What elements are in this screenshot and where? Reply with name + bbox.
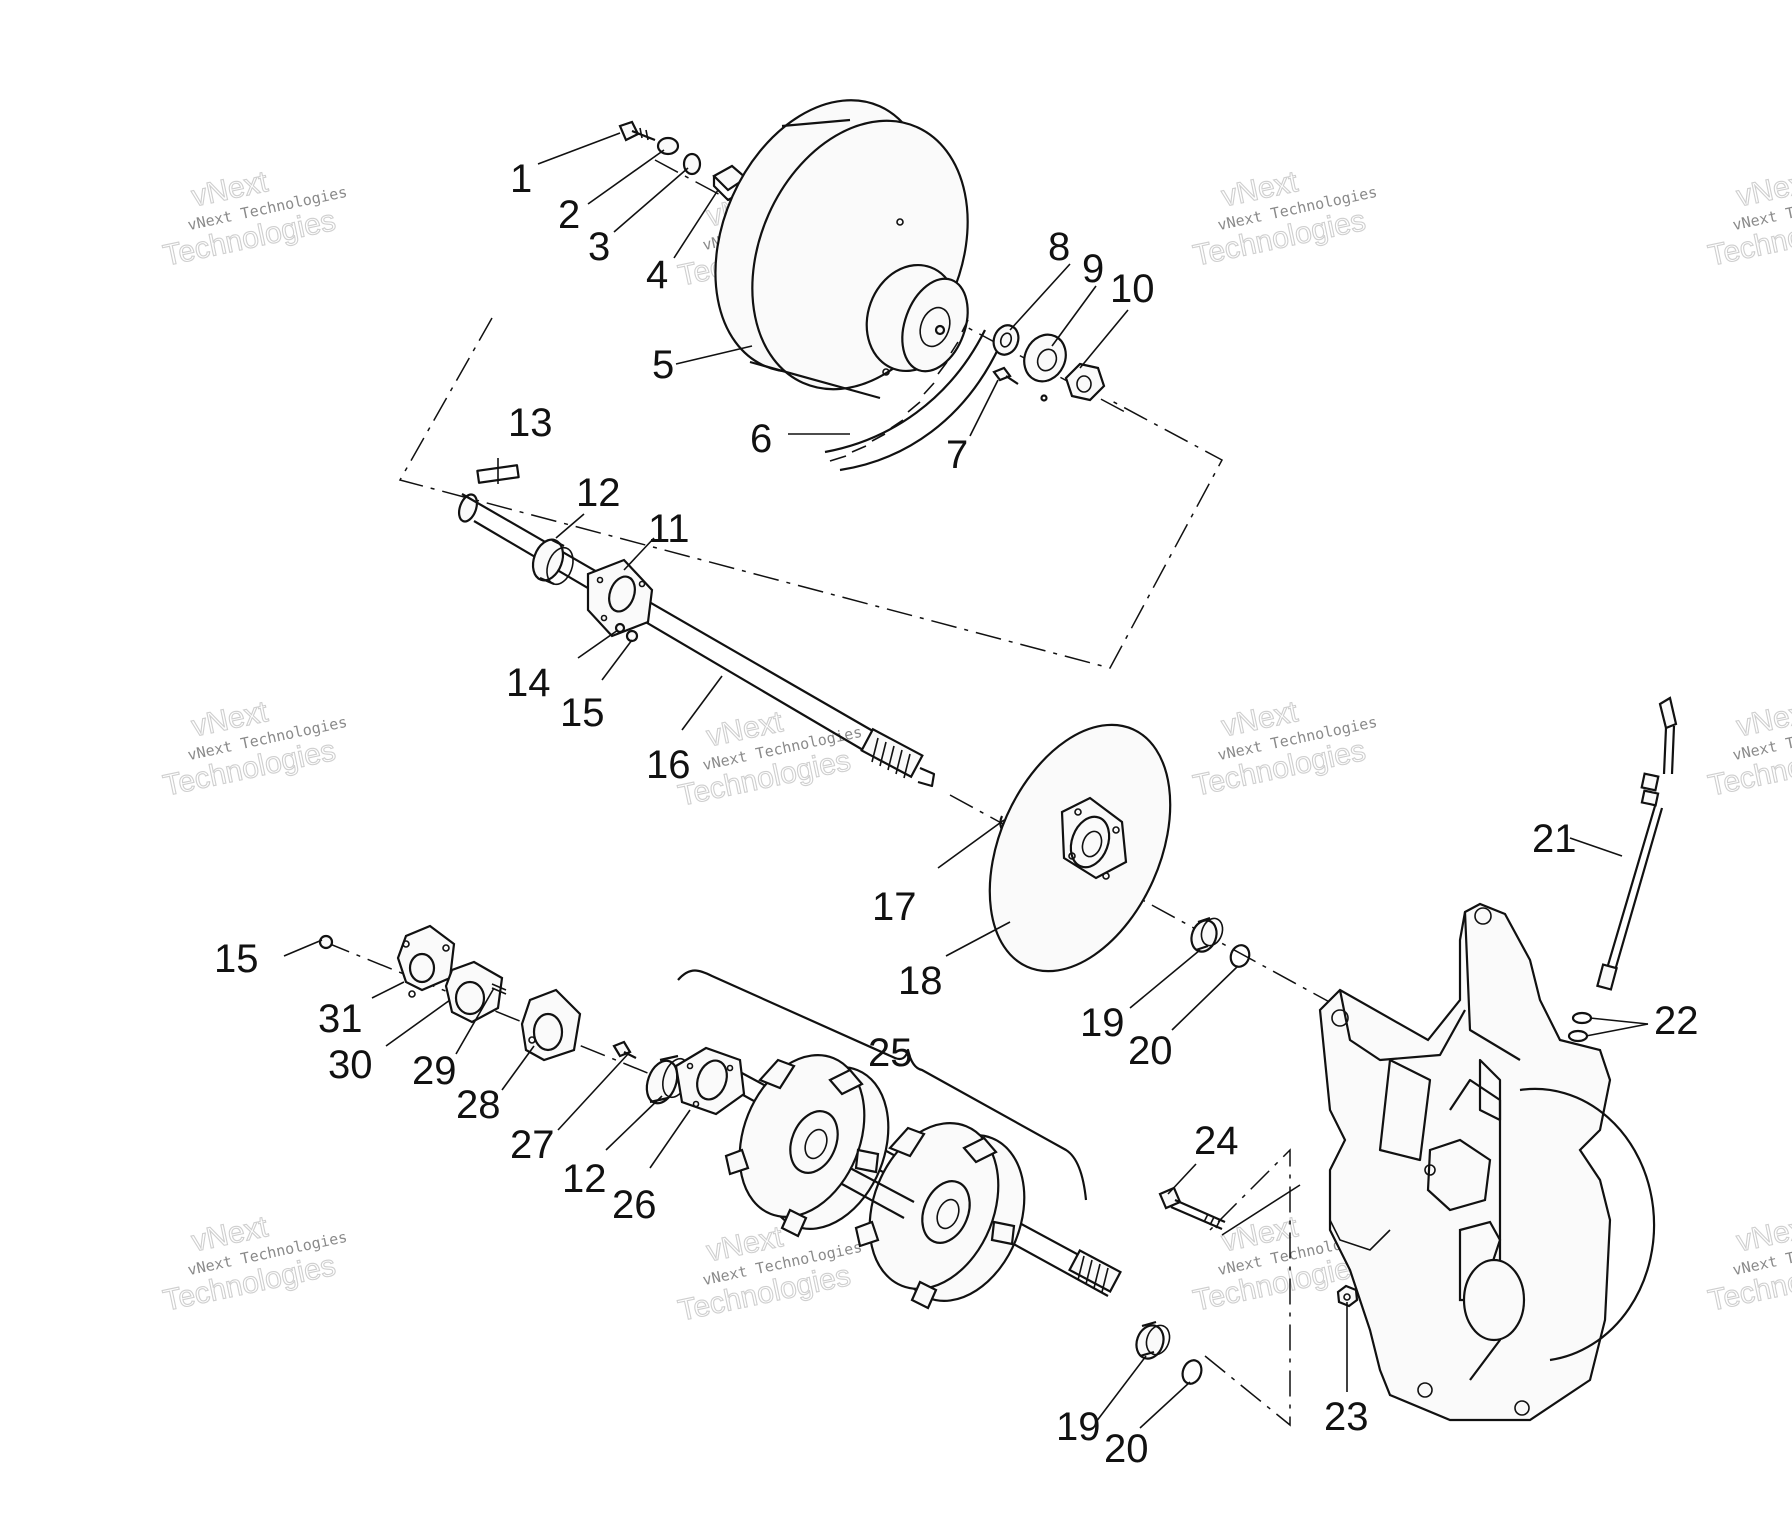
flange-part-26 [674, 1046, 746, 1116]
sprocket-group-bracket [677, 969, 1088, 1201]
watermark: vNext vNext Technologies Technologies [675, 1220, 864, 1329]
flange-part-11 [586, 558, 654, 638]
o-ring-part-22a [1571, 1011, 1593, 1025]
bolt-part-27 [612, 1040, 637, 1059]
nut-part-10 [1064, 362, 1106, 402]
bearing-part-19-upper [1190, 916, 1224, 953]
callout-21: 21 [1532, 817, 1577, 861]
bolt-part-7 [992, 366, 1019, 385]
callout-3: 3 [588, 225, 610, 269]
callout-14: 14 [506, 661, 551, 705]
watermark: vNext vNext Technologies Technologies [1705, 695, 1792, 804]
callout-15: 15 [560, 691, 605, 735]
brake-disc-part-18 [988, 723, 1172, 973]
callout-26: 26 [612, 1183, 657, 1227]
callout-20: 20 [1128, 1029, 1173, 1073]
lower-connector [1204, 1148, 1291, 1427]
callout-30: 30 [328, 1043, 373, 1087]
nut-part-15-lower [318, 934, 334, 950]
nut-part-23 [1336, 1284, 1359, 1308]
sprocket-2 [854, 1122, 1026, 1310]
jackshaft-part-16 [457, 493, 936, 788]
washer-part-3 [682, 152, 702, 176]
bolt-path [1221, 1184, 1301, 1236]
callout-22: 22 [1654, 999, 1699, 1043]
driven-pulley-part-5 [714, 99, 969, 400]
leader-lines [283, 132, 1649, 1429]
flange-part-31 [396, 924, 456, 998]
callout-31: 31 [318, 997, 363, 1041]
drive-shaft-part-25 [724, 1054, 1122, 1310]
watermark: vNext vNext Technologies Technologies [160, 1210, 349, 1319]
chaincase-housing [1318, 902, 1656, 1422]
callout-16: 16 [646, 743, 691, 787]
callout-18: 18 [898, 959, 943, 1003]
watermark: vNext vNext Technologies Technologies [1705, 165, 1792, 274]
callout-8: 8 [1048, 225, 1070, 269]
callout-4: 4 [646, 253, 668, 297]
watermark: vNext vNext Technologies Technologies [160, 695, 349, 804]
bolt-part-1 [618, 120, 656, 142]
callout-9: 9 [1082, 247, 1104, 291]
callout-17: 17 [872, 885, 917, 929]
bearing-part-12 [531, 538, 574, 586]
o-ring-part-20-lower [1181, 1359, 1203, 1385]
dipstick-part-21 [1596, 696, 1678, 991]
callout-5: 5 [652, 343, 674, 387]
o-ring-part-20-upper [1229, 944, 1251, 968]
callout-23: 23 [1324, 1395, 1369, 1439]
watermark: vNext vNext Technologies Technologies [1190, 165, 1379, 274]
callout-10: 10 [1110, 267, 1155, 311]
callout-6: 6 [750, 417, 772, 461]
callout-12: 12 [576, 471, 621, 515]
bearing-part-19-lower [1135, 1320, 1171, 1360]
washer-part-8 [992, 324, 1020, 356]
callout-20-lower: 20 [1104, 1427, 1149, 1471]
watermark: vNext vNext Technologies Technologies [1705, 1210, 1792, 1319]
nut-part-15 [625, 629, 639, 643]
callout-1: 1 [510, 157, 532, 201]
watermark: vNext vNext Technologies Technologies [160, 165, 349, 274]
bolt-part-24 [1158, 1186, 1226, 1231]
callout-27: 27 [510, 1123, 555, 1167]
callout-15-lower: 15 [214, 937, 259, 981]
callout-25: 25 [868, 1031, 913, 1075]
callout-19: 19 [1080, 1001, 1125, 1045]
watermark: vNext vNext Technologies Technologies [1190, 695, 1379, 804]
pin-part-7b [1040, 394, 1048, 402]
callout-28: 28 [456, 1083, 501, 1127]
callout-24: 24 [1194, 1119, 1239, 1163]
sprocket-1 [724, 1054, 890, 1238]
callout-11: 11 [648, 507, 690, 551]
callout-19-lower: 19 [1056, 1405, 1101, 1449]
lower-centerline [324, 941, 661, 1079]
gasket-part-30 [444, 960, 504, 1024]
shaft-assembly-boundary [398, 317, 1224, 669]
retainer-part-9 [1023, 333, 1067, 383]
callout-7: 7 [946, 433, 968, 477]
callout-12-lower: 12 [562, 1157, 607, 1201]
callout-2: 2 [558, 193, 580, 237]
drive-belt-part-6 [824, 319, 1001, 472]
callout-13: 13 [508, 401, 553, 445]
watermark: vNext vNext Technologies Technologies [675, 705, 864, 814]
o-ring-part-22b [1567, 1029, 1589, 1043]
callout-numbers: 1 2 3 4 5 6 7 8 9 10 11 12 13 14 15 16 1… [214, 157, 1699, 1471]
label-part-13 [476, 464, 520, 484]
callout-29: 29 [412, 1049, 457, 1093]
